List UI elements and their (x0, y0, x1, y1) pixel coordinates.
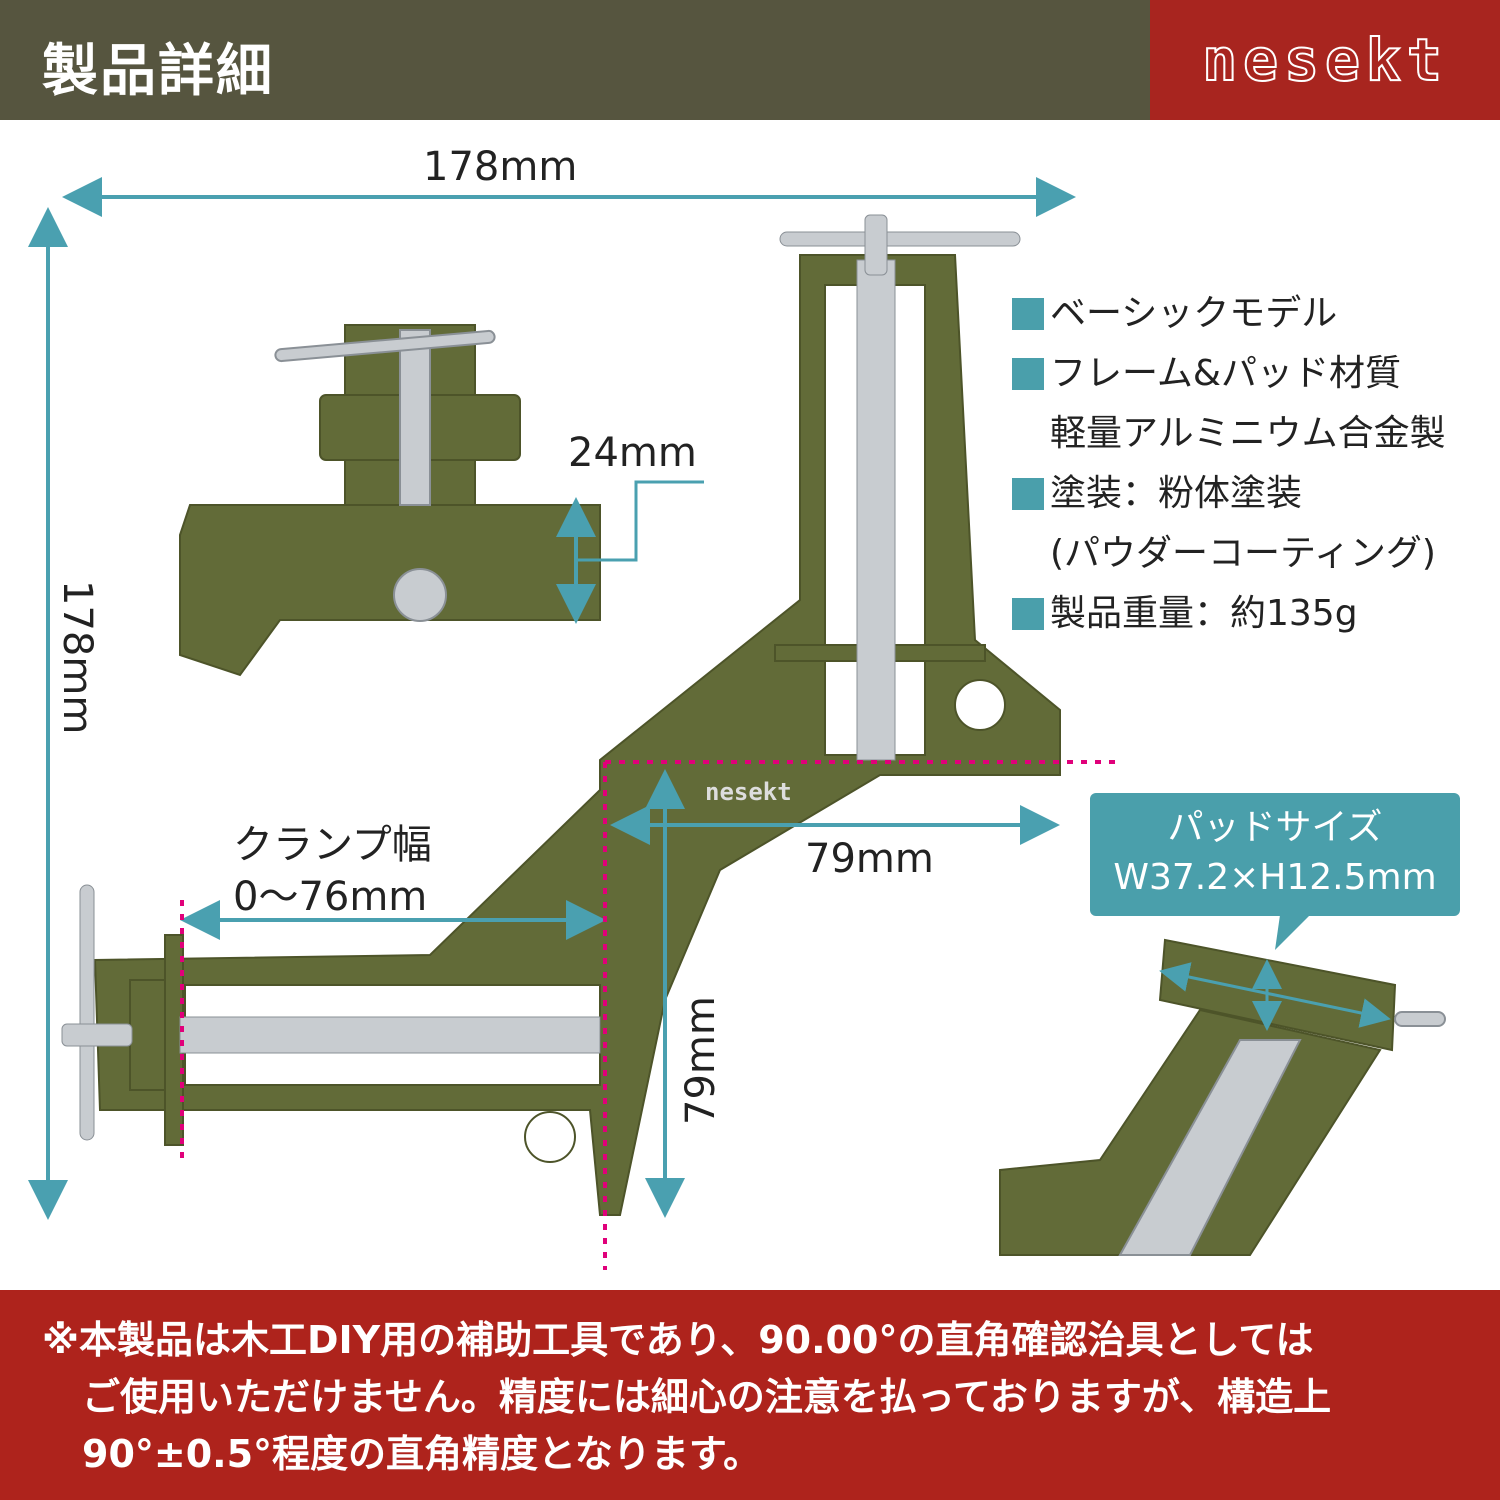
spec-text: (パウダーコーティング) (1050, 533, 1436, 574)
inner-x-dimension: 79mm (805, 836, 934, 882)
corner-clamp (93, 254, 1061, 1216)
bullet-square-icon (1012, 358, 1044, 390)
inset-pad-detail (179, 324, 601, 677)
pad-size-callout: パッドサイズ W37.2×H12.5mm (1090, 793, 1460, 916)
height-dimension: 178mm (54, 580, 100, 735)
clamp-width-range: 0〜76mm (233, 874, 428, 920)
spec-text: ベーシックモデル (1050, 293, 1338, 334)
spec-item: 軽量アルミニウム合金製 (1012, 404, 1446, 464)
spec-item: (パウダーコーティング) (1012, 524, 1446, 584)
header-bar: 製品詳細 (0, 0, 1150, 120)
brand-logo: nesekt (1150, 0, 1500, 120)
clamp-width-label: クランプ幅 (233, 822, 432, 868)
bullet-square-icon (1012, 598, 1044, 630)
spec-text: 軽量アルミニウム合金製 (1050, 413, 1446, 454)
reference-guides (180, 760, 1115, 1270)
callout-size: W37.2×H12.5mm (1113, 857, 1437, 898)
bullet-square-icon (1012, 478, 1044, 510)
callout-title: パッドサイズ (1167, 807, 1383, 848)
spec-item: 塗装：粉体塗装 (1012, 464, 1446, 524)
page-title: 製品詳細 (42, 39, 274, 104)
bullet-square-icon (1012, 298, 1044, 330)
width-dimension: 178mm (423, 144, 578, 190)
spec-list: ベーシックモデル フレーム&パッド材質 軽量アルミニウム合金製 塗装：粉体塗装 … (1012, 284, 1446, 644)
spec-item: 製品重量：約135g (1012, 584, 1446, 644)
spec-text: 塗装：粉体塗装 (1050, 473, 1303, 514)
notice-line: ご使用いただけません。精度には細心の注意を払っておりますが、構造上 (82, 1375, 1332, 1419)
footer-notice: ※本製品は木工DIY用の補助工具であり、90.00°の直角確認治具としては ご使… (0, 1290, 1500, 1500)
brand-text: nesekt (1201, 25, 1448, 95)
inset-pad-size (999, 938, 1446, 1256)
spec-item: フレーム&パッド材質 (1012, 344, 1446, 404)
notice-line: ※本製品は木工DIY用の補助工具であり、90.00°の直角確認治具としては (42, 1318, 1314, 1362)
engraving: nesekt (705, 778, 792, 806)
notice-line: 90°±0.5°程度の直角精度となります。 (82, 1432, 762, 1476)
pad-depth-dimension: 24mm (568, 430, 697, 476)
screw-rods (61, 214, 1021, 1141)
spec-item: ベーシックモデル (1012, 284, 1446, 344)
spec-text: フレーム&パッド材質 (1050, 353, 1401, 394)
inner-y-dimension: 79mm (678, 996, 724, 1125)
spec-text: 製品重量：約135g (1050, 593, 1358, 634)
